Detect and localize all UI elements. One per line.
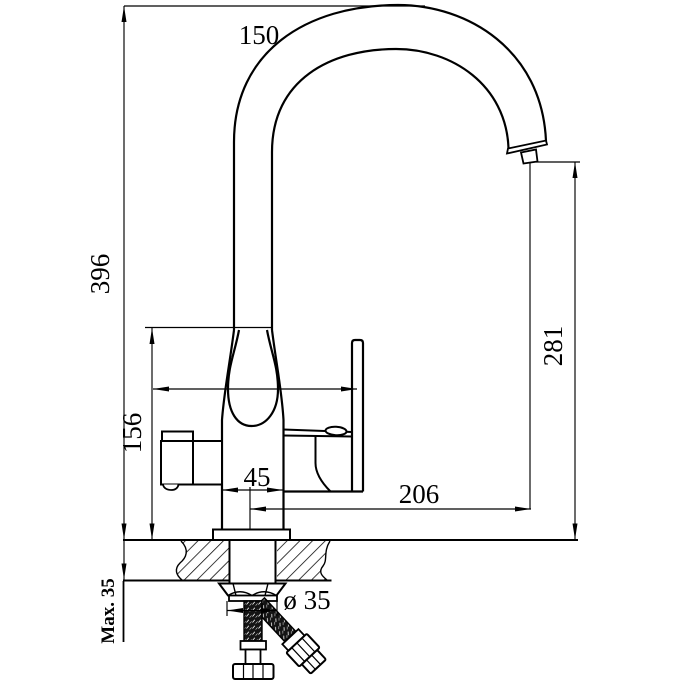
- lever-pivot: [324, 425, 348, 437]
- dim-150-label: 150: [239, 20, 280, 50]
- arrow-45-left: [222, 487, 238, 493]
- left-filter-knob: [160, 430, 223, 491]
- counter-hatch-right: [277, 541, 330, 580]
- countertop-section: [123, 539, 578, 582]
- spout-tip-face: [505, 139, 549, 155]
- knob-cap: [161, 430, 194, 442]
- knob-body: [160, 440, 223, 486]
- straight-hose-braid: [243, 600, 263, 642]
- straight-hose-nut-facets: [242, 664, 264, 679]
- dimension-lines: [122, 5, 580, 642]
- cartridge-profile: [314, 436, 332, 493]
- counter-hatch-left: [176, 541, 229, 580]
- arrow-o35-left: [227, 608, 243, 613]
- arrow-206-left: [250, 506, 266, 512]
- faucet-outline: [220, 3, 549, 530]
- lock-nut-facets: [227, 583, 277, 597]
- dim-45-label: 45: [244, 462, 271, 492]
- mixer-lever-handle: [283, 338, 365, 493]
- dim-396-label: 396: [85, 254, 115, 295]
- arrow-45-right: [267, 487, 283, 493]
- arrow-281-top: [572, 162, 578, 178]
- lever-arm-bottom: [283, 434, 353, 438]
- dim-206-label: 206: [399, 479, 440, 509]
- dimension-arrowheads: [121, 6, 578, 613]
- arrow-206-right: [515, 506, 531, 512]
- spout-outer-curve: [232, 3, 548, 330]
- counter-break-edge-right: [320, 540, 331, 581]
- arrow-156-bottom: [149, 523, 155, 540]
- diagonal-hose-endcap: [301, 649, 327, 675]
- arrow-396-bottom: [121, 523, 127, 540]
- diagonal-hose: [252, 596, 327, 675]
- washer: [228, 594, 278, 602]
- base-flange: [212, 528, 291, 541]
- dimension-labels: 150 396 156 45 206 281 Max. 35 ø 35: [85, 20, 568, 644]
- body-right-edge: [270, 329, 285, 530]
- arrow-o35-right: [261, 608, 277, 613]
- dim-o35-label: ø 35: [283, 585, 330, 615]
- lever-bar: [350, 338, 365, 492]
- lock-nut: [217, 582, 288, 597]
- mounting-nut-assembly: [217, 541, 288, 602]
- straight-hose-tube: [244, 648, 262, 665]
- arrow-bodylever-left: [153, 386, 169, 392]
- diagonal-hose-nut-facets: [291, 637, 316, 662]
- dim-156-label: 156: [117, 413, 147, 454]
- arrow-bodylever-right: [341, 386, 357, 392]
- body-u-cutout: [226, 329, 280, 428]
- arrow-281-bottom: [572, 523, 578, 540]
- spout-nozzle: [519, 148, 539, 165]
- body-left-edge: [220, 329, 236, 530]
- dim-281-label: 281: [538, 326, 568, 367]
- knob-foot: [162, 484, 180, 491]
- dim-max35-label: Max. 35: [98, 578, 119, 643]
- arrow-396-top: [121, 6, 127, 22]
- diagonal-hose-endcap-facets: [306, 654, 321, 670]
- counter-break-edge-left: [175, 540, 187, 581]
- spout-inner-curve: [270, 47, 510, 330]
- arrow-156-top: [149, 328, 155, 344]
- straight-hose-collar: [239, 640, 267, 651]
- arrow-max35-bottom: [121, 563, 127, 580]
